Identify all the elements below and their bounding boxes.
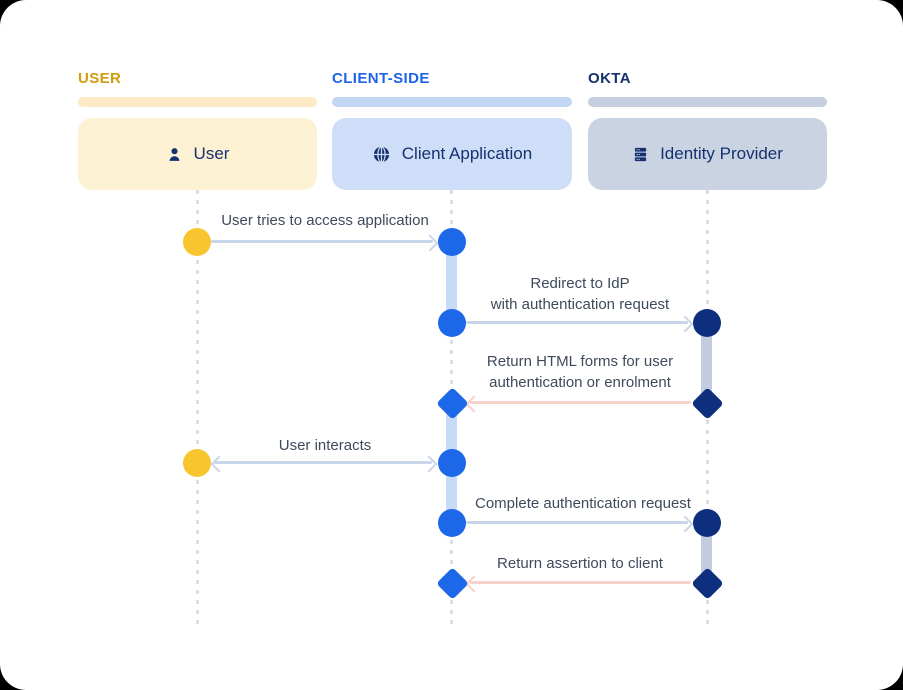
node-client-diamond-2 [436,567,469,600]
arrow-okta-to-client-assertion [470,581,691,584]
actor-label-client-application: Client Application [401,144,533,163]
node-client-circle-3 [438,449,466,477]
arrowhead-left-icon [465,395,483,413]
node-user-circle-1 [183,228,211,256]
node-client-circle-4 [438,509,466,537]
arrowhead-right-icon [420,455,438,473]
lane-bar-okta [588,97,827,107]
lane-bar-user [78,97,317,107]
arrowhead-right-icon [676,315,694,333]
message-line: with authentication request [490,295,670,313]
activation-bar-client-1 [446,242,457,323]
message-line: User tries to access application [221,212,429,229]
node-client-circle-2 [438,309,466,337]
message-line: User interacts [278,437,372,454]
node-client-diamond-1 [436,387,469,420]
arrowhead-right-icon [421,234,439,252]
arrowhead-left-icon [210,455,228,473]
node-client-circle-1 [438,228,466,256]
node-okta-circle-2 [693,509,721,537]
message-line: authentication or enrolment [489,373,671,391]
globe-icon [372,145,391,164]
arrow-client-to-okta-complete [466,521,688,524]
message-line: Redirect to IdP [530,275,630,292]
message-label-3: Return HTML forms for user authenticatio… [487,352,673,393]
node-user-circle-2 [183,449,211,477]
arrow-client-to-okta-redirect [466,321,688,324]
message-label-5: Complete authentication request [475,494,691,515]
actor-label-identity-provider: Identity Provider [660,144,783,163]
lifeline-user [196,190,199,625]
message-label-1: User tries to access application [221,211,429,232]
arrowhead-left-icon [465,575,483,593]
activation-bar-okta-1 [701,323,712,403]
server-icon [632,146,649,163]
node-okta-circle-1 [693,309,721,337]
actor-label-user: User [193,144,230,163]
message-line: Complete authentication request [475,495,691,512]
lane-label-okta: OKTA [588,70,631,87]
arrow-okta-to-client-forms [470,401,691,404]
message-label-2: Redirect to IdP with authentication requ… [491,274,669,315]
person-icon [166,146,183,163]
message-label-6: Return assertion to client [497,554,663,575]
node-okta-diamond-2 [691,567,724,600]
lane-label-client-side: CLIENT-SIDE [332,70,430,87]
message-line: Return HTML forms for user [486,353,674,370]
actor-box-client-application: Client Application [332,118,572,190]
activation-bar-okta-2 [701,523,712,583]
message-label-4: User interacts [279,436,372,457]
arrow-user-to-client [211,240,433,243]
actor-box-identity-provider: Identity Provider [588,118,827,190]
lane-label-user: USER [78,70,122,87]
message-line: Return assertion to client [497,555,663,572]
lane-bar-client-side [332,97,572,107]
arrow-user-interacts-bidirectional [214,461,432,464]
actor-box-user: User [78,118,317,190]
arrowhead-right-icon [676,515,694,533]
node-okta-diamond-1 [691,387,724,420]
